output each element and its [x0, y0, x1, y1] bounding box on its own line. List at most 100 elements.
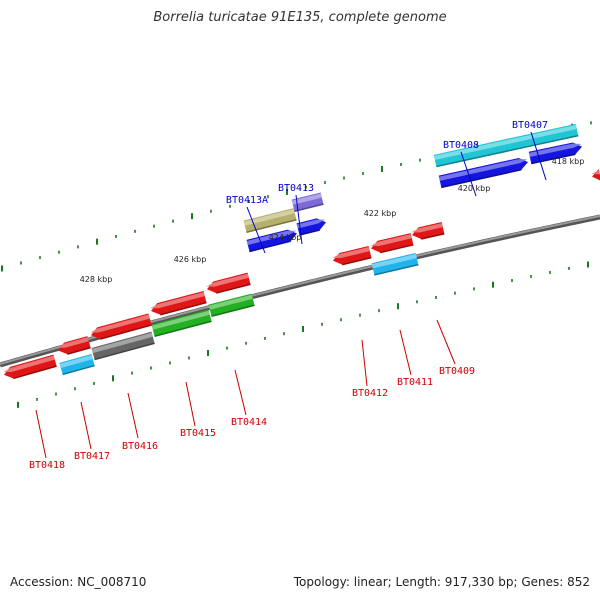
gene-block-bt0418 — [3, 354, 57, 380]
leader-reverse — [399, 329, 412, 376]
leader-reverse — [127, 392, 139, 439]
gene-label-reverse: BT0415 — [180, 428, 216, 439]
label-leaders — [35, 131, 547, 459]
gene-label-reverse: BT0409 — [439, 366, 475, 377]
leader-reverse — [436, 319, 456, 365]
ruler-label: 422 kbp — [364, 209, 397, 218]
gene-block-bt0416 — [91, 331, 155, 361]
gene-features — [3, 123, 600, 380]
ruler-ticks-top — [1, 121, 592, 272]
gene-block-bt0418-edge — [13, 365, 57, 380]
leader-forward — [295, 194, 303, 245]
gene-block-bt0411-shine — [370, 234, 412, 247]
gene-block-bt0414 — [208, 293, 255, 318]
gene-block-bt0417-shine — [57, 337, 89, 348]
gene-block-bt0408 — [433, 123, 579, 168]
gene-block-bt0413a-shine — [243, 209, 295, 226]
gene-label-reverse: BT0411 — [397, 377, 433, 388]
leader-reverse — [185, 381, 196, 427]
ruler-label: 428 kbp — [80, 275, 113, 284]
gene-block-bt0407-edge — [531, 153, 576, 165]
gene-block-bt0415-edge — [154, 320, 212, 338]
gene-label-forward: BT0413 — [278, 183, 314, 194]
gene-block-bt0413-shine — [291, 193, 322, 205]
gene-label-reverse: BT0414 — [231, 417, 267, 428]
gene-label-reverse: BT0418 — [29, 460, 65, 471]
ruler-label: 424 kbp — [269, 233, 302, 242]
gene-block-bt0414-top-edge — [216, 283, 251, 294]
gene-block-bt0418-shine — [3, 355, 55, 373]
gene-block-bt0407 — [528, 142, 583, 165]
gene-block-bt0414-edge — [211, 304, 255, 318]
leader-reverse — [361, 339, 368, 387]
gene-block-bt0413-edge — [294, 203, 324, 212]
gene-block-sky-b-shine — [371, 254, 417, 269]
gene-block-red-b-edge — [160, 301, 207, 316]
gene-block-bt0413 — [291, 192, 324, 212]
gene-block-bt0412 — [332, 245, 372, 266]
gene-block-red-a — [90, 313, 152, 340]
gene-block-bt0416-shine — [91, 332, 153, 354]
gene-label-reverse: BT0417 — [74, 451, 110, 462]
gene-block-red-b — [150, 290, 207, 316]
gene-block-edge — [591, 169, 600, 181]
map-labels: 418 kbp 420 kbp 422 kbp 424 kbp 426 kbp 428 k… — [29, 120, 584, 471]
gene-block-blue-a-edge — [249, 240, 291, 253]
ruler-label: 420 kbp — [458, 184, 491, 193]
gene-block-bt0415-shine — [151, 310, 210, 330]
gene-block-sky-b-edge — [374, 263, 419, 276]
gene-block-blue-b — [296, 218, 327, 236]
gene-block-bt0409 — [411, 222, 445, 240]
gene-block-blue-c-shine — [438, 159, 528, 181]
gene-block-bt0412-edge — [342, 256, 372, 266]
gene-block-sky-b — [371, 252, 419, 276]
gene-block-bt0417-edge — [67, 346, 91, 355]
gene-block-bt0412-shine — [332, 247, 370, 259]
gene-block-bt0417 — [57, 336, 91, 355]
gene-block-bt0414-top — [206, 272, 251, 294]
map-title: Borrelia turicatae 91E135, complete geno… — [153, 10, 447, 25]
gene-block-sky-a-edge — [62, 364, 95, 376]
gene-block-bt0415 — [151, 309, 212, 338]
leader-reverse — [35, 409, 47, 459]
ruler-label: 426 kbp — [174, 255, 207, 264]
leader-forward — [530, 131, 547, 181]
gene-label-forward: BT0413A — [226, 195, 268, 206]
leader-forward — [246, 206, 266, 254]
gene-label-forward: BT0407 — [512, 120, 548, 131]
gene-block-bt0411 — [370, 233, 414, 254]
gene-block-blue-a-shine — [246, 230, 297, 246]
gene-block-blue-c-edge — [441, 168, 522, 189]
gene-block-bt0414-top-shine — [206, 273, 249, 287]
leader-reverse — [234, 369, 247, 416]
gene-block-edge-shine — [591, 170, 600, 175]
gene-label-reverse: BT0416 — [122, 441, 158, 452]
gene-block-red-b-shine — [150, 292, 205, 309]
gene-block-bt0408-shine — [433, 124, 577, 160]
gene-block-red-a-shine — [90, 314, 150, 333]
gene-block-blue-b-edge — [299, 229, 320, 236]
gene-block-blue-c — [438, 157, 528, 189]
gene-block-red-a-edge — [100, 324, 152, 340]
ruler-label: 418 kbp — [552, 157, 585, 166]
gene-block-bt0409-shine — [411, 223, 443, 233]
gene-block-sky-a — [59, 353, 95, 376]
genome-summary: Topology: linear; Length: 917,330 bp; Ge… — [293, 575, 590, 589]
gene-block-bt0407-shine — [528, 143, 582, 157]
ruler-ticks-bottom — [17, 261, 589, 408]
gene-block-bt0411-edge — [379, 244, 414, 254]
leader-reverse — [80, 401, 92, 450]
gene-block-bt0413a — [243, 208, 297, 234]
gene-label-reverse: BT0412 — [352, 388, 388, 399]
gene-label-forward: BT0408 — [443, 140, 479, 151]
gene-block-bt0409-edge — [420, 232, 445, 240]
gene-block-bt0414-shine — [208, 294, 253, 310]
gene-block-bt0408-edge — [436, 134, 579, 168]
leader-forward — [460, 151, 477, 197]
accession-text: Accession: NC_008710 — [10, 575, 147, 589]
gene-block-blue-a — [246, 229, 298, 253]
gene-block-sky-a-shine — [59, 355, 93, 368]
gene-block-bt0413a-edge — [246, 219, 297, 234]
gene-block-bt0416-edge — [94, 342, 155, 361]
